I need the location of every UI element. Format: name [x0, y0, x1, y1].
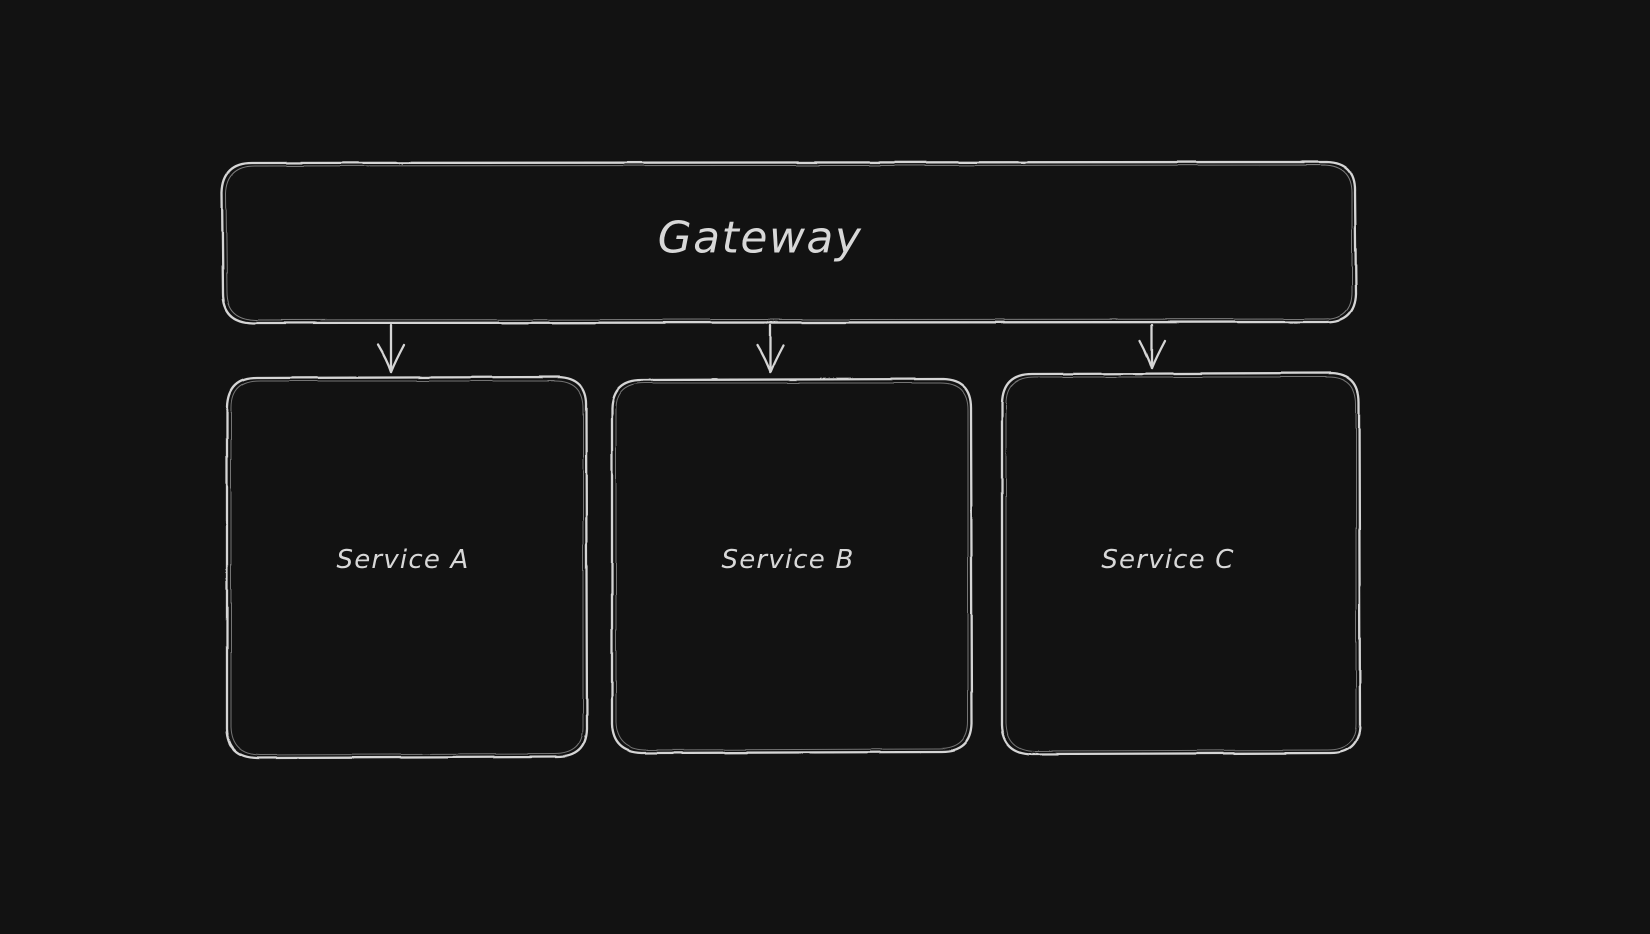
node-shape-service-b [610, 377, 974, 755]
node-label-gateway: Gateway [657, 212, 863, 264]
edge-gateway-to-service-b [755, 323, 785, 374]
node-gateway[interactable] [222, 162, 1356, 323]
node-shape-gateway [220, 160, 1358, 325]
node-service-b[interactable] [612, 379, 972, 753]
node-service-a[interactable] [227, 377, 587, 758]
node-label-service-b: Service B [721, 545, 855, 575]
node-service-c[interactable] [1002, 373, 1360, 754]
node-label-service-a: Service A [336, 545, 470, 575]
node-label-service-c: Service C [1101, 545, 1235, 575]
edge-gateway-to-service-c [1138, 323, 1167, 370]
node-shape-service-c [1000, 371, 1362, 756]
node-shape-service-a [225, 375, 589, 760]
edge-gateway-to-service-a [376, 323, 406, 374]
